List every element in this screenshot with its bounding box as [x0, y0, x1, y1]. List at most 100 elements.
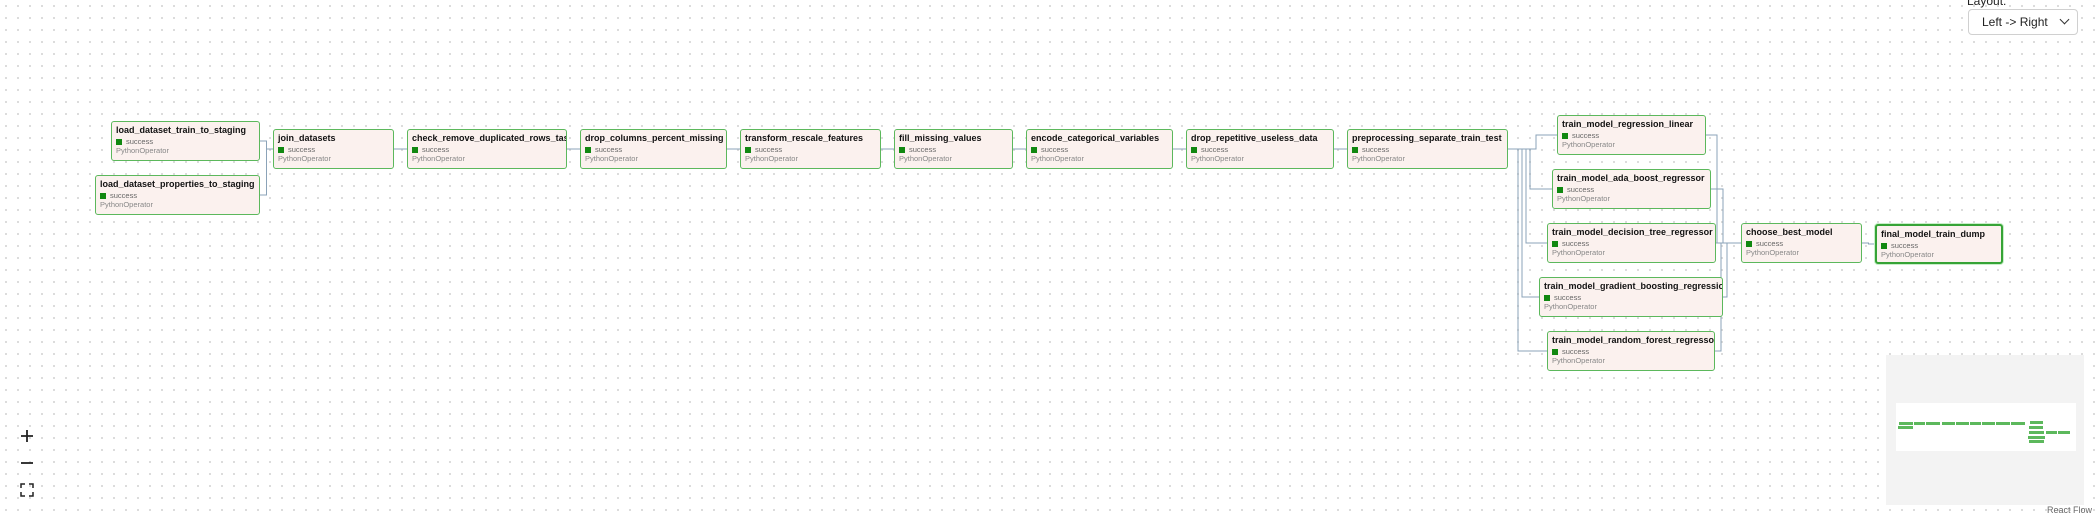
task-status-text: success [909, 145, 937, 154]
task-name: join_datasets [278, 133, 336, 143]
task-status: success [412, 145, 562, 154]
task-status: success [1031, 145, 1168, 154]
status-square-icon [1562, 133, 1568, 139]
task-status: success [1557, 185, 1706, 194]
fit-view-icon [20, 483, 34, 497]
status-square-icon [1552, 241, 1558, 247]
dependency-edge [1508, 148, 1547, 352]
task-operator: PythonOperator [1352, 154, 1405, 163]
task-status: success [1881, 241, 1997, 250]
zoom-out-button[interactable] [14, 451, 40, 475]
task-name: drop_repetitive_useless_data [1191, 133, 1318, 143]
minimap-node [2046, 430, 2057, 434]
status-square-icon [1746, 241, 1752, 247]
status-square-icon [412, 147, 418, 153]
fit-view-button[interactable] [14, 478, 40, 502]
task-status-text: success [1562, 239, 1590, 248]
task-operator: PythonOperator [585, 154, 638, 163]
dependency-edge [260, 140, 273, 150]
status-square-icon [1544, 295, 1550, 301]
task-status-text: success [1201, 145, 1229, 154]
status-square-icon [116, 139, 122, 145]
task-name: train_model_regression_linear [1562, 119, 1694, 129]
minimap-node [2028, 430, 2044, 434]
zoom-in-button[interactable] [14, 424, 40, 448]
task-status: success [585, 145, 722, 154]
minimap[interactable] [1886, 355, 2084, 505]
status-square-icon [1557, 187, 1563, 193]
layout-select[interactable]: Left -> Right [1968, 9, 2078, 35]
task-status: success [1552, 347, 1710, 356]
dependency-edge [1508, 134, 1557, 150]
task-operator: PythonOperator [1881, 250, 1934, 259]
task-operator: PythonOperator [278, 154, 331, 163]
status-square-icon [899, 147, 905, 153]
status-square-icon [585, 147, 591, 153]
task-status-text: success [1362, 145, 1390, 154]
minimap-node [1941, 422, 1955, 426]
task-name: final_model_train_dump [1881, 229, 1986, 239]
task-status-text: success [755, 145, 783, 154]
task-operator: PythonOperator [1031, 154, 1084, 163]
task-operator: PythonOperator [745, 154, 798, 163]
dependency-edge [1508, 148, 1539, 298]
task-name: choose_best_model [1746, 227, 1833, 237]
minimap-node [2010, 422, 2026, 426]
minimap-node [2027, 435, 2045, 439]
layout-select-value: Left -> Right [1982, 15, 2048, 29]
task-name: load_dataset_properties_to_staging [100, 179, 255, 189]
minimap-node [1956, 422, 1969, 426]
task-status: success [1544, 293, 1718, 302]
task-status: success [899, 145, 1008, 154]
task-name: train_model_random_forest_regressor [1552, 335, 1715, 345]
minimap-node [2058, 430, 2070, 434]
task-name: encode_categorical_variables [1031, 133, 1160, 143]
minimap-node [2028, 440, 2044, 444]
minimap-node [1898, 426, 1913, 430]
minimap-node [1914, 422, 1925, 426]
minus-icon [21, 462, 33, 464]
task-status: success [745, 145, 876, 154]
task-node-train-model-gradient-boosting-regression[interactable]: train_model_gradient_boosting_regression… [1539, 277, 1723, 317]
task-status: success [116, 137, 255, 146]
task-name: preprocessing_separate_train_test [1352, 133, 1502, 143]
minimap-node [1969, 422, 1981, 426]
react-flow-attribution[interactable]: React Flow [2046, 505, 2092, 515]
task-status: success [1746, 239, 1857, 248]
layout-label: Layout: [1967, 0, 2007, 8]
dependency-edge [1723, 242, 1741, 298]
minimap-node [1926, 422, 1941, 426]
chevron-down-icon [2059, 14, 2070, 25]
status-square-icon [1881, 243, 1887, 249]
minimap-node [1899, 421, 1913, 425]
status-square-icon [1191, 147, 1197, 153]
dependency-edge [1508, 148, 1552, 190]
task-name: train_model_decision_tree_regressor [1552, 227, 1713, 237]
minimap-viewport [1896, 403, 2076, 451]
status-square-icon [1552, 349, 1558, 355]
task-status: success [1562, 131, 1701, 140]
task-name: transform_rescale_features [745, 133, 864, 143]
task-name: drop_columns_percent_missing [585, 133, 724, 143]
task-status-text: success [1041, 145, 1069, 154]
status-square-icon [278, 147, 284, 153]
task-status-text: success [1891, 241, 1919, 250]
task-operator: PythonOperator [899, 154, 952, 163]
task-operator: PythonOperator [412, 154, 465, 163]
